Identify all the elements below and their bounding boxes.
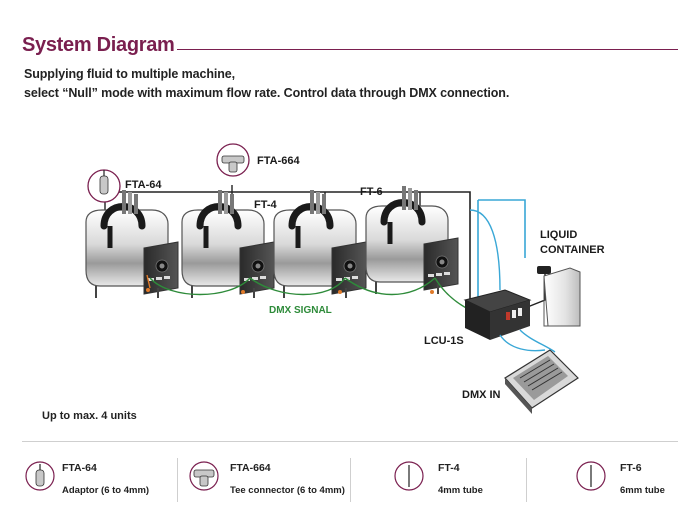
legend-desc: Tee connector (6 to 4mm) xyxy=(230,485,345,496)
legend-name: FT-6 xyxy=(620,462,642,474)
tube-icon xyxy=(576,461,606,491)
page-title: System Diagram xyxy=(22,34,175,56)
max-units-note: Up to max. 4 units xyxy=(42,410,137,422)
legend-desc: 6mm tube xyxy=(620,485,665,496)
tee-connector-icon xyxy=(189,461,219,491)
label-dmx-signal: DMX SIGNAL xyxy=(269,305,332,316)
tube-icon xyxy=(394,461,424,491)
label-lcu: LCU-1S xyxy=(424,335,464,347)
dmx-signal-cable xyxy=(149,277,471,311)
subtitle-line-2: select “Null” mode with maximum flow rat… xyxy=(24,86,510,100)
label-container: CONTAINER xyxy=(540,244,605,256)
dmx-in-cable xyxy=(499,329,556,353)
subtitle-line-1: Supplying fluid to multiple machine, xyxy=(24,67,235,81)
lcu-1s-unit xyxy=(463,289,532,340)
title-rule xyxy=(177,49,678,50)
label-ft4: FT-4 xyxy=(254,199,277,211)
legend-name: FTA-664 xyxy=(230,462,271,474)
legend-divider xyxy=(177,458,178,502)
dmx-console xyxy=(504,349,579,414)
liquid-container xyxy=(537,266,581,327)
fluid-tube-blue xyxy=(477,199,526,300)
adaptor-icon xyxy=(25,461,55,491)
label-liquid: LIQUID xyxy=(540,229,577,241)
dmx-connector xyxy=(146,274,151,289)
legend-divider xyxy=(526,458,527,502)
fluid-tube-blue-feed xyxy=(469,209,501,291)
fog-machine-4 xyxy=(366,186,458,294)
fog-machine-3 xyxy=(274,190,366,298)
legend-desc: 4mm tube xyxy=(438,485,483,496)
label-ft6: FT-6 xyxy=(360,186,383,198)
label-dmx-in: DMX IN xyxy=(462,389,501,401)
label-fta64: FTA-64 xyxy=(125,179,162,191)
legend-name: FTA-64 xyxy=(62,462,97,474)
legend-rule xyxy=(22,441,678,442)
fog-machine-1 xyxy=(86,190,178,298)
label-fta664: FTA-664 xyxy=(257,155,300,167)
legend-divider xyxy=(350,458,351,502)
fta664-tee-callout xyxy=(216,143,250,177)
fta64-adaptor-callout xyxy=(87,169,121,203)
legend-desc: Adaptor (6 to 4mm) xyxy=(62,485,150,496)
legend-name: FT-4 xyxy=(438,462,460,474)
